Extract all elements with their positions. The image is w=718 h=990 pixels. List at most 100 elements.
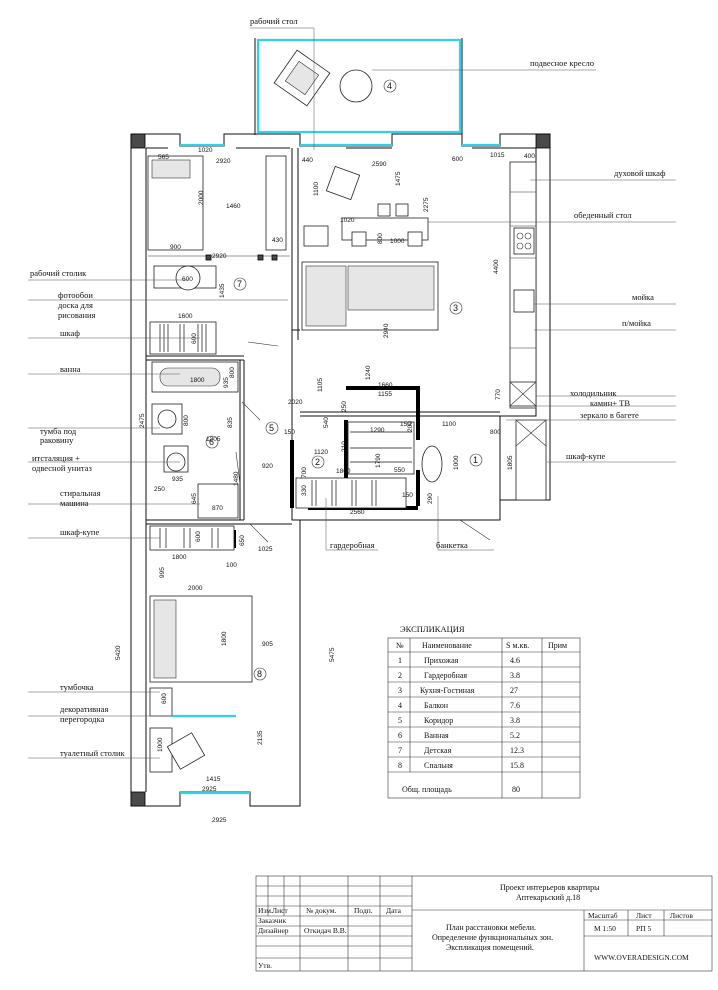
dimension-label: 1800 xyxy=(190,377,205,384)
dimension-label: 1415 xyxy=(206,776,221,783)
dimension-label: 1120 xyxy=(314,449,328,456)
total-area-label: Общ. площадь xyxy=(402,785,452,794)
dimension-label: 905 xyxy=(262,641,273,648)
table-cell: № xyxy=(396,641,404,650)
dimension-label: 800 xyxy=(229,367,236,378)
dimension-label: 2275 xyxy=(423,197,430,212)
dimension-label: 2475 xyxy=(139,413,146,428)
table-cell: 4.6 xyxy=(510,656,520,665)
label-work-table: рабочий столик xyxy=(30,268,87,278)
dimension-label: 250 xyxy=(154,486,165,493)
room-number-4: 4 xyxy=(387,81,392,91)
dimension-label: 100 xyxy=(226,562,237,569)
table-cell: Дата xyxy=(386,906,402,915)
bedroom xyxy=(149,525,253,773)
label-fridge: холодильник xyxy=(570,388,617,398)
label-wardrobe-right: шкаф-купе xyxy=(566,451,605,461)
dimension-label: 800 xyxy=(183,415,190,426)
label-oven: духовой шкаф xyxy=(614,168,666,178)
dimension-label: 1025 xyxy=(258,546,273,553)
room-number-6: 6 xyxy=(209,437,214,447)
dimension-label: 645 xyxy=(191,493,198,504)
dimension-label: 540 xyxy=(323,417,330,428)
table-cell: Наименование xyxy=(422,641,472,650)
room-number-5: 5 xyxy=(269,423,274,433)
double-bed xyxy=(149,595,253,683)
label-toilet-1: итсталяция + xyxy=(32,453,80,463)
dimension-label: 1105 xyxy=(317,378,324,392)
sheet-title-2: Определение функциональных зон. xyxy=(432,933,553,942)
table-cell: Гардеробная xyxy=(424,671,467,680)
table-cell: 27 xyxy=(510,686,518,695)
table-cell: 3 xyxy=(398,686,402,695)
dimension-label: 565 xyxy=(158,154,169,161)
dimension-label: 700 xyxy=(301,467,308,478)
dimension-label: 1020 xyxy=(340,217,355,224)
label-bench: банкетка xyxy=(436,540,468,550)
table-cell: S м.кв. xyxy=(506,641,529,650)
table-cell: Балкон xyxy=(424,701,449,710)
dimension-label: 2590 xyxy=(372,161,387,168)
dimension-label: 1475 xyxy=(395,171,402,186)
dimension-label: 330 xyxy=(301,485,308,496)
room-number-8: 8 xyxy=(257,669,262,679)
label-desk: рабочий стол xyxy=(250,16,298,26)
dimension-label: 920 xyxy=(262,463,273,470)
room-number-3: 3 xyxy=(453,303,458,313)
dimension-label: 2000 xyxy=(188,585,203,592)
label-cabinet: шкаф xyxy=(60,328,80,338)
dimension-label: 1000 xyxy=(157,737,164,752)
table-cell: 15.8 xyxy=(510,761,524,770)
dimension-label: 400 xyxy=(524,153,535,160)
table-cell: Спальня xyxy=(424,761,453,770)
table-cell: Утв. xyxy=(258,961,272,970)
table-cell: Заказчик xyxy=(258,916,287,925)
dimension-label: 200 xyxy=(407,421,414,432)
label-toilet-2: одвесной унитаз xyxy=(32,463,92,473)
dimension-label: 900 xyxy=(170,244,181,251)
dimension-label: 650 xyxy=(239,535,246,546)
dimension-label: 2920 xyxy=(216,158,231,165)
label-washer-2: машина xyxy=(60,498,89,508)
dimension-label: 1015 xyxy=(490,152,505,159)
balcony-armchair xyxy=(273,49,331,107)
label-photo-wallpaper-3: рисования xyxy=(58,310,96,320)
label-dining-table: обеденный стол xyxy=(574,210,632,220)
table-cell: Листов xyxy=(670,911,693,920)
dimension-label: 600 xyxy=(161,693,168,704)
dimension-label: 1205 xyxy=(206,436,221,443)
project-title-1: Проект интерьеров квартиры xyxy=(500,883,600,892)
table-cell: Прихожая xyxy=(424,656,459,665)
website: WWW.OVERADESIGN.COM xyxy=(594,953,689,962)
project-title-2: Аптекарьский д.18 xyxy=(516,893,580,902)
title-block: Проект интерьеров квартиры Аптекарьский … xyxy=(255,875,713,972)
dimension-label: 430 xyxy=(272,237,283,244)
dimension-label: 440 xyxy=(302,157,313,164)
table-cell: Прим xyxy=(548,641,567,650)
dimension-label: 550 xyxy=(394,467,405,474)
dimension-label: 2920 xyxy=(212,253,227,260)
table-cell: 8 xyxy=(398,761,402,770)
table-cell: 2 xyxy=(398,671,402,680)
scale-value: М 1:50 xyxy=(594,924,616,933)
table-cell: 5.2 xyxy=(510,731,520,740)
table-cell: 4 xyxy=(398,701,402,710)
table-cell: 12.3 xyxy=(510,746,524,755)
kids-room xyxy=(147,155,290,355)
sheet-title-3: Экспликация помещений. xyxy=(446,943,534,952)
kitchen-living xyxy=(301,161,537,409)
label-sink: мойка xyxy=(632,292,654,302)
room-numbers: 1 2 3 4 5 6 7 8 xyxy=(205,79,483,681)
sheet-title-1: План расстановки мебели. xyxy=(446,923,536,932)
doors xyxy=(235,341,491,543)
dimension-label: 2560 xyxy=(350,509,365,516)
hanging-chair xyxy=(339,69,373,103)
dimension-label: 2000 xyxy=(198,190,205,205)
table-cell: Коридор xyxy=(424,716,453,725)
label-photo-wallpaper-2: доска для xyxy=(58,300,93,310)
sofa xyxy=(301,261,439,331)
callouts: рабочий стол подвесное кресло духовой шк… xyxy=(28,16,676,759)
dressing-room xyxy=(295,421,415,509)
dimension-label: 290 xyxy=(427,493,434,504)
